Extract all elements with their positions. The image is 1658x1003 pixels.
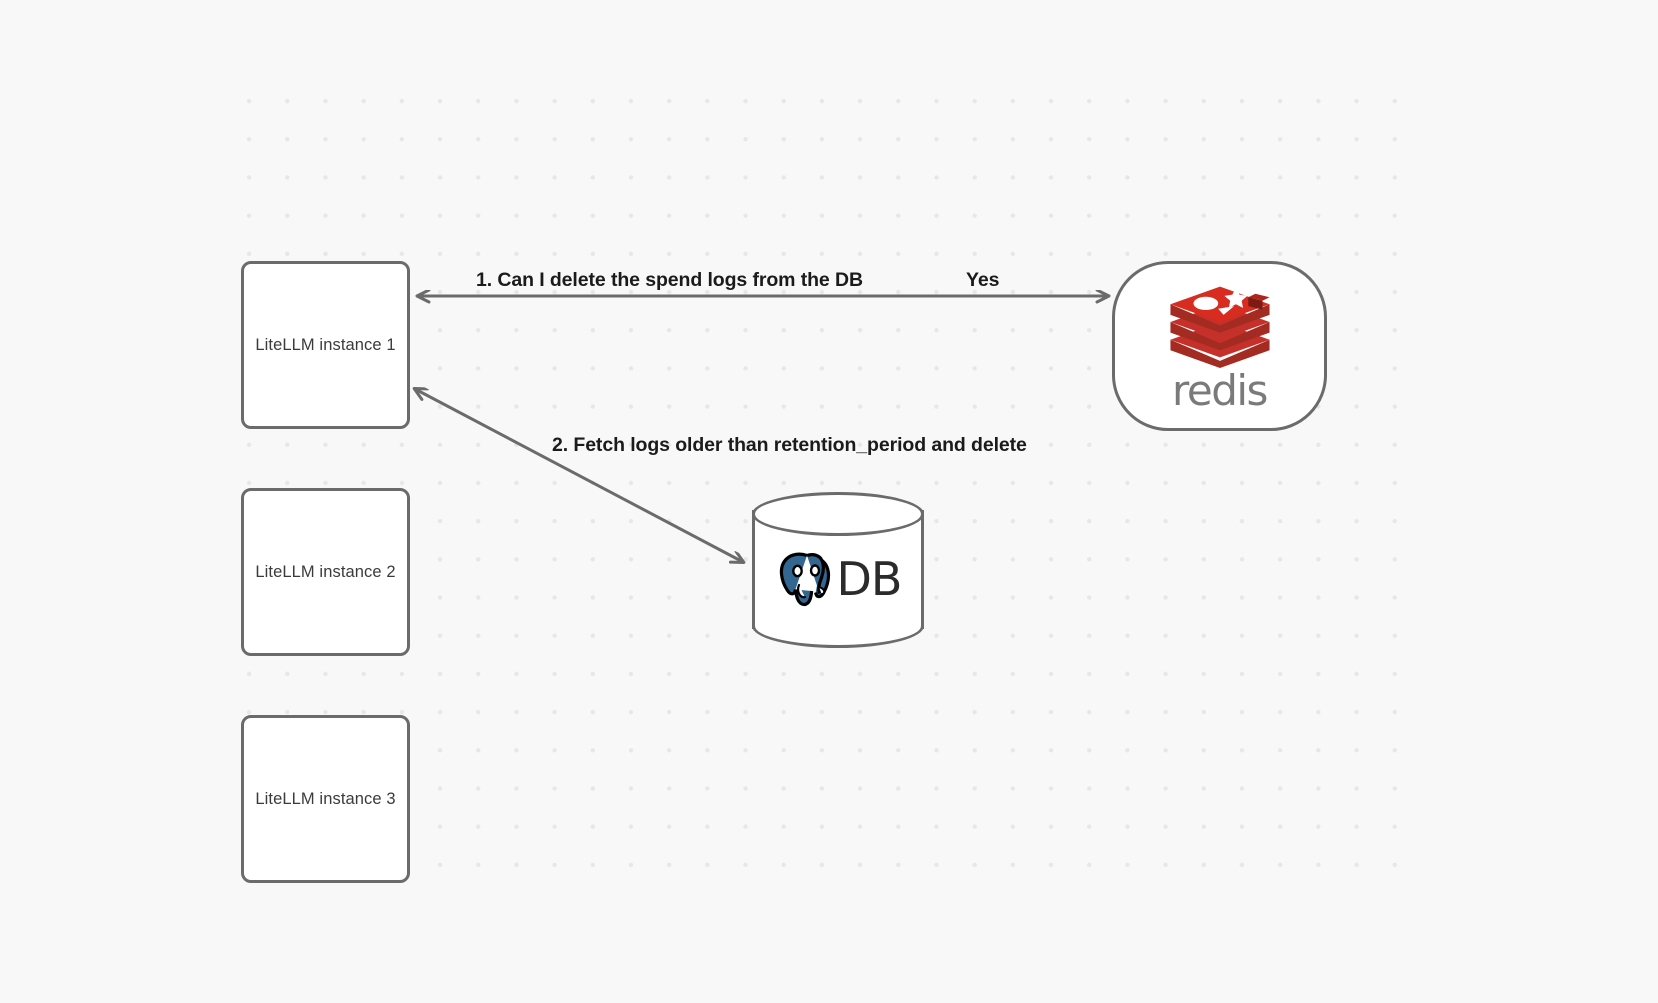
database-content: DB	[752, 534, 924, 624]
database-label: DB	[836, 552, 903, 606]
cylinder-top-ellipse	[752, 492, 924, 536]
node-label: LiteLLM instance 3	[255, 789, 396, 808]
node-litellm-instance-2[interactable]: LiteLLM instance 2	[241, 488, 410, 656]
redis-wordmark: redis	[1172, 366, 1268, 415]
postgresql-elephant-icon	[779, 552, 830, 607]
node-database[interactable]: DB	[752, 492, 924, 648]
edge-litellm1-database	[415, 389, 743, 562]
edge-label-step-2: 2. Fetch logs older than retention_perio…	[552, 434, 1027, 456]
node-redis[interactable]: redis	[1112, 261, 1327, 431]
node-litellm-instance-1[interactable]: LiteLLM instance 1	[241, 261, 410, 429]
edge-label-step-1-answer: Yes	[966, 269, 1000, 291]
redis-logo-group: redis	[1166, 276, 1274, 412]
node-litellm-instance-3[interactable]: LiteLLM instance 3	[241, 715, 410, 883]
redis-logo-icon	[1169, 286, 1270, 368]
node-label: LiteLLM instance 1	[255, 335, 396, 354]
edge-label-step-1: 1. Can I delete the spend logs from the …	[476, 269, 863, 291]
node-label: LiteLLM instance 2	[255, 562, 396, 581]
